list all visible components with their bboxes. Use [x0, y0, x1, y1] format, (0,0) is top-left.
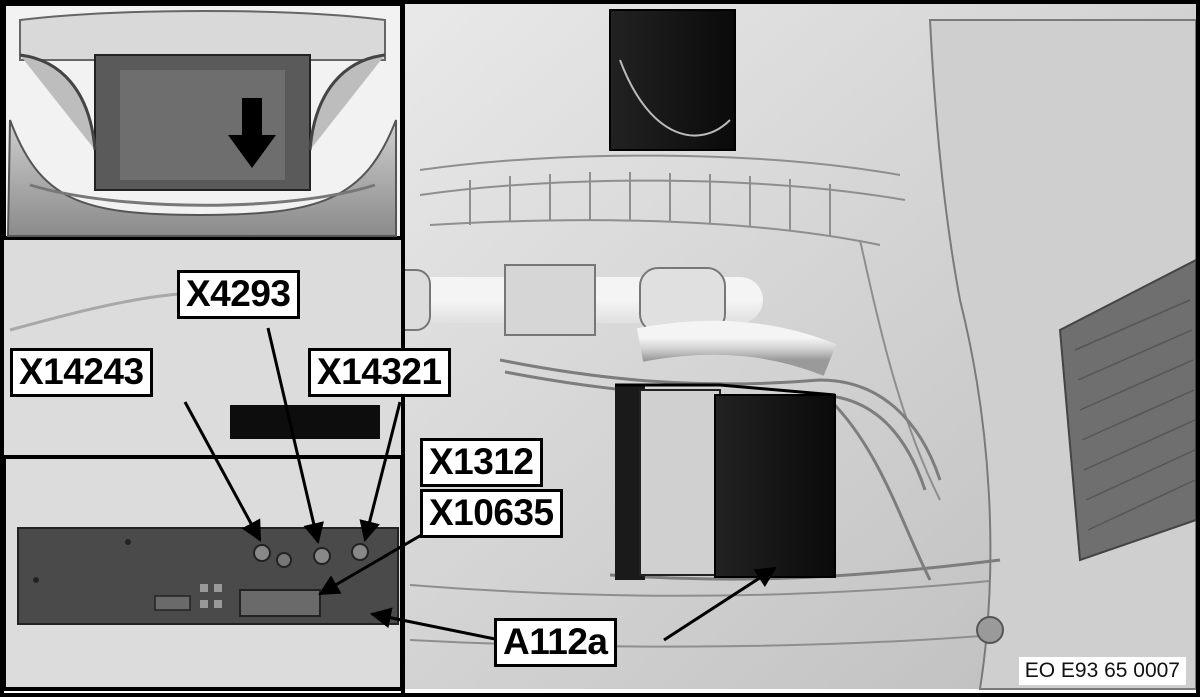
floor-structure: [409, 154, 1051, 648]
connector-x4293-socket: [313, 547, 331, 565]
label-x14243: X14243: [10, 348, 153, 397]
connector-x14321-socket: [351, 543, 369, 561]
wiring-harness: [499, 358, 1001, 581]
down-arrow-icon: [228, 98, 276, 168]
leader-lines: [183, 327, 777, 642]
connector-detail-inset: [2, 455, 404, 691]
label-x10635: X10635: [420, 489, 563, 538]
document-number: EO E93 65 0007: [1018, 657, 1186, 685]
leader-x1312-x10635: [318, 528, 431, 596]
module-end-face: [17, 527, 399, 625]
connector-x14243-socket: [253, 544, 271, 562]
leader-a112a-scene: [663, 566, 777, 642]
connector-x1312-x10635-socket: [239, 589, 321, 617]
label-a112a: A112a: [494, 618, 617, 667]
label-x1312: X1312: [420, 438, 543, 487]
upper-module: [609, 9, 736, 151]
label-x4293: X4293: [177, 270, 300, 319]
leader-x14243: [183, 401, 262, 542]
label-x14321: X14321: [308, 348, 451, 397]
a112a-module: [615, 383, 836, 580]
leader-x14321: [359, 401, 402, 543]
floor-slot: [230, 405, 380, 439]
vehicle-inset: [2, 2, 404, 240]
leader-a112a-inset: [369, 607, 501, 642]
leader-x4293: [266, 327, 324, 545]
